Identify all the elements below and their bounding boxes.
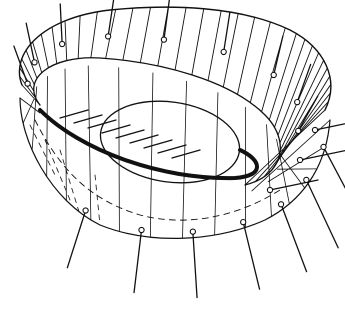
cylinder-ruling xyxy=(215,93,218,235)
point-marker xyxy=(106,34,111,39)
point-marker xyxy=(312,127,317,132)
normal-arrow xyxy=(274,36,283,75)
point-marker xyxy=(190,229,195,234)
point-marker xyxy=(267,187,272,192)
inner-normal-arrow xyxy=(130,135,158,143)
point-marker xyxy=(241,220,246,225)
inner-opening-rim xyxy=(34,58,281,185)
band-ruling xyxy=(52,27,57,64)
inner-normal-arrow xyxy=(144,140,172,148)
inner-normal-arrow xyxy=(116,130,144,138)
normal-arrow-bottom xyxy=(323,147,345,216)
point-marker xyxy=(304,177,309,182)
band-ruling xyxy=(245,110,325,185)
point-marker xyxy=(32,60,37,65)
band-ruling xyxy=(41,34,48,68)
band-ruling xyxy=(65,21,67,61)
cylinder-ruling xyxy=(47,76,48,176)
normal-arrow xyxy=(60,4,62,44)
band-ruling xyxy=(208,11,221,81)
hidden-ruling xyxy=(60,150,80,215)
point-marker xyxy=(83,208,88,213)
inner-normal-arrow xyxy=(102,125,130,133)
normal-arrow xyxy=(164,0,169,40)
point-marker xyxy=(25,81,30,86)
point-marker xyxy=(221,49,226,54)
band-ruling xyxy=(237,17,254,94)
band-ruling xyxy=(91,12,97,58)
band-ruling xyxy=(192,9,204,75)
point-marker xyxy=(139,227,144,232)
point-marker xyxy=(296,128,301,133)
band-ruling xyxy=(175,8,186,70)
normal-arrow-bottom xyxy=(193,232,197,298)
inner-normal-arrow xyxy=(60,110,88,118)
normal-arrow-bottom xyxy=(243,222,259,289)
cylinder-ruling xyxy=(150,73,153,237)
normal-arrow xyxy=(297,64,310,102)
normal-arrow-bottom xyxy=(281,204,307,271)
inner-normal-arrows xyxy=(60,110,200,158)
normal-arrow xyxy=(224,12,230,52)
outer-top-rim xyxy=(19,7,330,110)
point-marker xyxy=(321,144,326,149)
hidden-ruling xyxy=(95,175,100,225)
normal-arrow-bottom xyxy=(67,211,85,268)
inner-normal-arrow xyxy=(74,115,102,123)
cylinder-ruling xyxy=(23,99,34,123)
inner-hole-thick-edge xyxy=(40,110,257,178)
point-marker xyxy=(295,99,300,104)
band-ruling xyxy=(78,16,80,59)
normal-arrow-bottom xyxy=(134,230,141,293)
inner-normal-arrow xyxy=(172,150,200,158)
inner-normal-arrow xyxy=(158,145,186,153)
normal-arrow-side xyxy=(300,150,345,160)
point-marker xyxy=(278,202,283,207)
point-marker xyxy=(271,72,276,77)
band-ruling xyxy=(123,8,133,60)
normal-arrow-bottom xyxy=(306,180,338,248)
point-marker xyxy=(60,41,65,46)
point-marker xyxy=(161,37,166,42)
band-ruling xyxy=(140,7,150,62)
point-marker xyxy=(297,157,302,162)
cylinder-ruling xyxy=(65,69,66,201)
